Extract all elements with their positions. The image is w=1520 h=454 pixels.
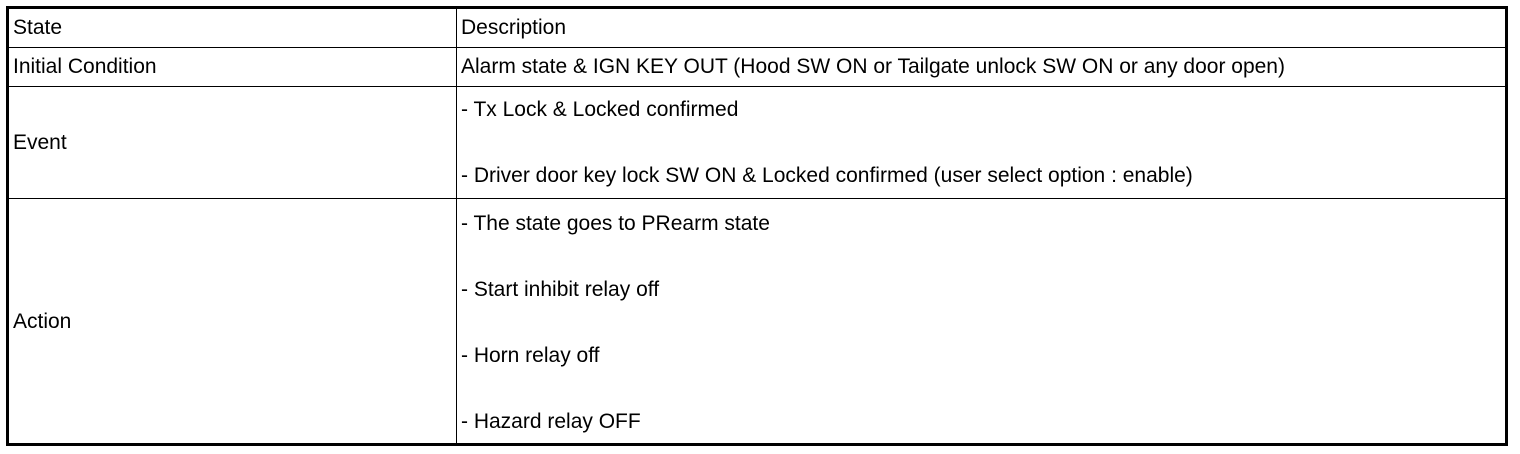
description-line: - Horn relay off [461, 344, 600, 367]
description-line: - Hazard relay OFF [461, 410, 641, 433]
header-state: State [9, 9, 457, 48]
table-row-initial-condition: Initial Condition Alarm state & IGN KEY … [9, 47, 1505, 87]
description-line: - Tx Lock & Locked confirmed [461, 98, 739, 121]
description-line: - Driver door key lock SW ON & Locked co… [461, 164, 1193, 187]
state-cell-initial-condition: Initial Condition [9, 47, 457, 87]
description-cell-event: - Tx Lock & Locked confirmed - Driver do… [456, 86, 1505, 199]
table-row-event: Event - Tx Lock & Locked confirmed - Dri… [9, 86, 1505, 199]
state-description-table: State Description Initial Condition Alar… [9, 9, 1505, 445]
description-line: - Start inhibit relay off [461, 278, 660, 301]
state-cell-event: Event [9, 86, 457, 199]
description-line: Alarm state & IGN KEY OUT (Hood SW ON or… [461, 55, 1285, 78]
table-row-action: Action - The state goes to PRearm state … [9, 198, 1505, 445]
description-line: - The state goes to PRearm state [461, 212, 770, 235]
header-description: Description [456, 9, 1505, 48]
table-header-row: State Description [9, 9, 1505, 48]
state-description-table-frame: State Description Initial Condition Alar… [6, 6, 1508, 446]
description-cell-initial-condition: Alarm state & IGN KEY OUT (Hood SW ON or… [456, 47, 1505, 87]
state-cell-action: Action [9, 198, 457, 445]
description-cell-action: - The state goes to PRearm state - Start… [456, 198, 1505, 445]
